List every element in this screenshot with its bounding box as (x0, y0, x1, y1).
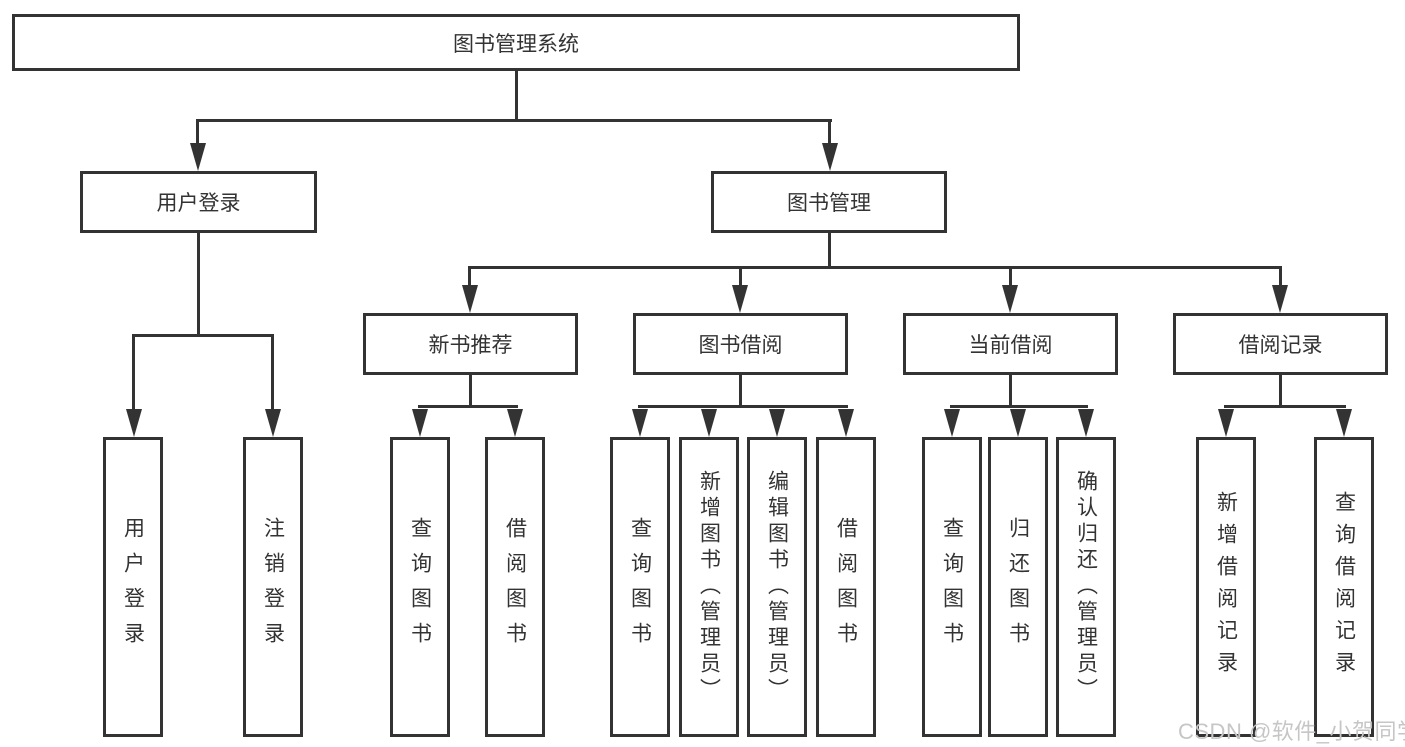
node-label: 查询图书 (408, 517, 432, 657)
node-new-book-recommend: 新书推荐 (363, 313, 578, 375)
arrow-down-icon (1002, 285, 1018, 313)
leaf-edit-book-admin: 编辑图书（管理员） (747, 437, 807, 737)
connector-root-drop (515, 69, 518, 121)
node-label: 当前借阅 (968, 334, 1053, 357)
node-label: 新增借阅记录 (1214, 491, 1238, 683)
arrow-down-icon (265, 409, 281, 437)
connector-userlogin-stub-left (132, 336, 135, 410)
connector-root-stub-right (828, 121, 831, 144)
connector-bb-bar (638, 405, 848, 408)
node-book-borrow: 图书借阅 (633, 313, 848, 375)
connector-bookmgmt-stub-2 (739, 268, 742, 286)
arrow-down-icon (632, 409, 648, 437)
connector-nbr-drop (469, 373, 472, 407)
connector-bb-drop (739, 373, 742, 407)
csdn-watermark: CSDN @软件_小贺同学 (1178, 719, 1405, 744)
connector-cb-drop (1009, 373, 1012, 407)
arrow-down-icon (1078, 409, 1094, 437)
connector-bookmgmt-stub-3 (1009, 268, 1012, 286)
connector-cb-bar (950, 405, 1088, 408)
leaf-query-book-recommend: 查询图书 (390, 437, 450, 737)
node-label: 图书管理系统 (453, 32, 579, 56)
arrow-down-icon (1336, 409, 1352, 437)
arrow-down-icon (1218, 409, 1234, 437)
node-library-management-system: 图书管理系统 (12, 14, 1020, 71)
leaf-confirm-return-admin: 确认归还（管理员） (1056, 437, 1116, 737)
connector-br-bar (1224, 405, 1346, 408)
connector-bookmgmt-stub-4 (1279, 268, 1282, 286)
node-label: 归还图书 (1006, 517, 1030, 657)
node-label: 图书管理 (787, 192, 871, 215)
node-user-login: 用户登录 (80, 171, 317, 233)
node-book-management: 图书管理 (711, 171, 947, 233)
arrow-down-icon (412, 409, 428, 437)
node-label: 用户登录 (121, 517, 145, 657)
connector-br-drop (1279, 373, 1282, 407)
leaf-return-book: 归还图书 (988, 437, 1048, 737)
connector-bookmgmt-stub-1 (468, 268, 471, 286)
arrow-down-icon (462, 285, 478, 313)
connector-nbr-bar (418, 405, 518, 408)
connector-bookmgmt-drop (828, 231, 831, 268)
connector-root-bar (196, 119, 832, 122)
arrow-down-icon (190, 143, 206, 171)
node-label: 新书推荐 (428, 334, 513, 357)
leaf-borrow-book: 借阅图书 (816, 437, 876, 737)
node-label: 新增图书（管理员） (697, 470, 721, 704)
connector-userlogin-stub-right (271, 336, 274, 410)
leaf-query-book-current: 查询图书 (922, 437, 982, 737)
arrow-down-icon (1010, 409, 1026, 437)
connector-bookmgmt-bar (468, 266, 1282, 269)
arrow-down-icon (1272, 285, 1288, 313)
arrow-down-icon (701, 409, 717, 437)
node-label: 借阅图书 (834, 517, 858, 657)
connector-root-stub-left (196, 121, 199, 144)
leaf-logout: 注销登录 (243, 437, 303, 737)
arrow-down-icon (126, 409, 142, 437)
arrow-down-icon (944, 409, 960, 437)
node-borrow-records: 借阅记录 (1173, 313, 1388, 375)
leaf-user-login: 用户登录 (103, 437, 163, 737)
node-label: 图书借阅 (698, 334, 783, 357)
node-label: 用户登录 (156, 192, 241, 215)
leaf-query-borrow-record: 查询借阅记录 (1314, 437, 1374, 737)
arrow-down-icon (732, 285, 748, 313)
node-label: 确认归还（管理员） (1074, 470, 1098, 704)
node-label: 查询图书 (940, 517, 964, 657)
leaf-add-book-admin: 新增图书（管理员） (679, 437, 739, 737)
arrow-down-icon (769, 409, 785, 437)
arrow-down-icon (507, 409, 523, 437)
node-label: 查询图书 (628, 517, 652, 657)
leaf-query-book-borrow: 查询图书 (610, 437, 670, 737)
connector-userlogin-bar (132, 334, 274, 337)
node-current-borrow: 当前借阅 (903, 313, 1118, 375)
node-label: 编辑图书（管理员） (765, 470, 789, 704)
leaf-add-borrow-record: 新增借阅记录 (1196, 437, 1256, 737)
connector-userlogin-drop (197, 231, 200, 336)
node-label: 借阅记录 (1238, 334, 1323, 357)
node-label: 注销登录 (261, 517, 285, 657)
arrow-down-icon (838, 409, 854, 437)
leaf-borrow-book-recommend: 借阅图书 (485, 437, 545, 737)
arrow-down-icon (822, 143, 838, 171)
node-label: 借阅图书 (503, 517, 527, 657)
node-label: 查询借阅记录 (1332, 491, 1356, 683)
